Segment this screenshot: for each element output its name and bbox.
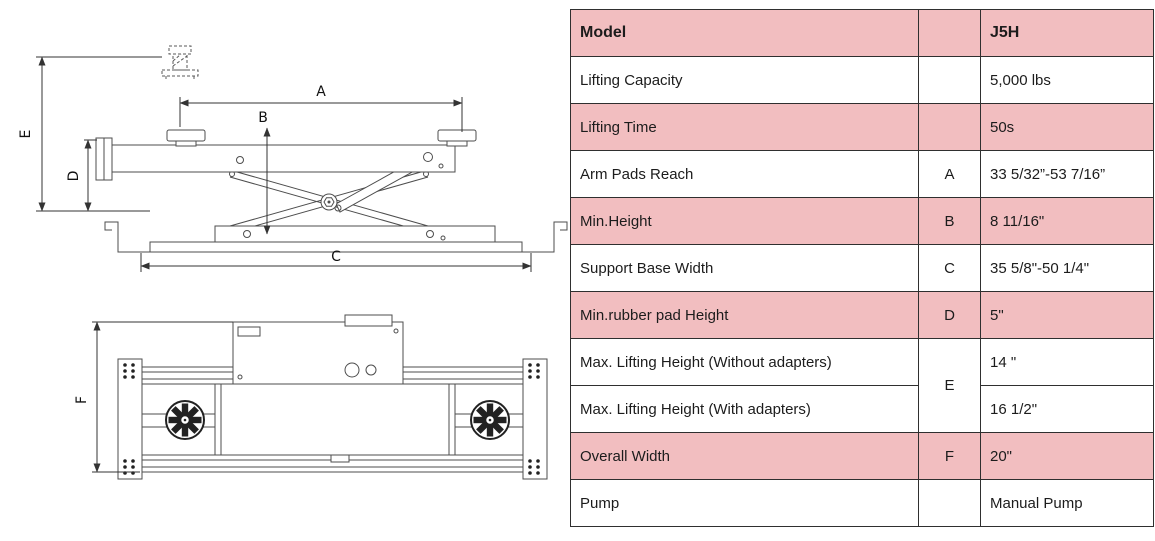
plan-view: F [74,314,548,480]
spec-letter: B [918,197,981,245]
spec-label: Model [570,9,919,57]
spec-label: Lifting Time [570,103,919,151]
table-row: Pump Manual Pump [570,479,1154,527]
table-row: Model J5H [570,9,1154,57]
table-row: Min.rubber pad Height D 5" [570,291,1154,339]
spec-letter: D [918,291,981,339]
spec-label: Min.Height [570,197,919,245]
scissor-arms [229,162,429,234]
dimension-d: D [66,139,97,212]
table-row: Lifting Time 50s [570,103,1154,151]
spec-letter: F [918,432,981,480]
left-wheel-icon [165,400,205,440]
diagram-panel: A B C D E [0,0,570,536]
table-row: Max. Lifting Height (With adapters) 16 1… [570,385,1154,433]
dim-label-f: F [74,396,90,404]
spec-letter: E [918,338,981,433]
spec-label: Pump [570,479,919,527]
table-row: Arm Pads Reach A 33 5/32”-53 7/16” [570,150,1154,198]
spec-letter [918,9,981,57]
spec-value: Manual Pump [980,479,1154,527]
spec-value: 50s [980,103,1154,151]
side-view: A B C D E [18,45,568,272]
dimension-b: B [258,110,271,235]
dim-label-d: D [66,171,82,182]
dimension-a: A [179,84,463,132]
dim-label-a: A [316,84,326,100]
center-body [214,383,456,463]
scissor-lift-diagram: A B C D E [18,45,568,480]
right-end-plate [522,358,548,480]
spec-table-wrap: Model J5H Lifting Capacity 5,000 lbs Lif… [570,9,1154,527]
spec-letter [918,56,981,104]
dim-label-e: E [18,130,34,139]
center-pivot [320,193,338,211]
spec-letter: A [918,150,981,198]
dimension-f: F [74,321,233,473]
base-frame [104,221,568,253]
spec-value: 16 1/2" [980,385,1154,433]
spec-value: 8 11/16" [980,197,1154,245]
table-row: Max. Lifting Height (Without adapters) E… [570,338,1154,433]
table-row: Min.Height B 8 11/16" [570,197,1154,245]
spec-label: Min.rubber pad Height [570,291,919,339]
dimension-c: C [140,249,532,272]
adapter-icon [161,45,199,80]
spec-label: Lifting Capacity [570,56,919,104]
table-row: Overall Width F 20" [570,432,1154,480]
left-end-plate [117,358,143,480]
dim-label-c: C [331,249,341,265]
spec-letter: C [918,244,981,292]
spec-letter [918,103,981,151]
spec-value: J5H [980,9,1154,57]
spec-value: 20" [980,432,1154,480]
spec-value: 35 5/8"-50 1/4" [980,244,1154,292]
spec-label: Max. Lifting Height (Without adapters) [570,338,919,386]
top-platform [95,129,477,181]
spec-label: Support Base Width [570,244,919,292]
table-row: Lifting Capacity 5,000 lbs [570,56,1154,104]
table-row: Support Base Width C 35 5/8"-50 1/4" [570,244,1154,292]
spec-value: 14 " [980,338,1154,386]
spec-value: 5" [980,291,1154,339]
spec-label: Arm Pads Reach [570,150,919,198]
spec-value: 5,000 lbs [980,56,1154,104]
spec-label: Overall Width [570,432,919,480]
spec-letter [918,479,981,527]
right-wheel-icon [470,400,510,440]
dimension-e: E [18,56,162,212]
upper-housing [232,314,404,385]
spec-value: 33 5/32”-53 7/16” [980,150,1154,198]
dim-label-b: B [258,110,268,126]
spec-label: Max. Lifting Height (With adapters) [570,385,919,433]
spec-table: Model J5H Lifting Capacity 5,000 lbs Lif… [570,9,1154,527]
